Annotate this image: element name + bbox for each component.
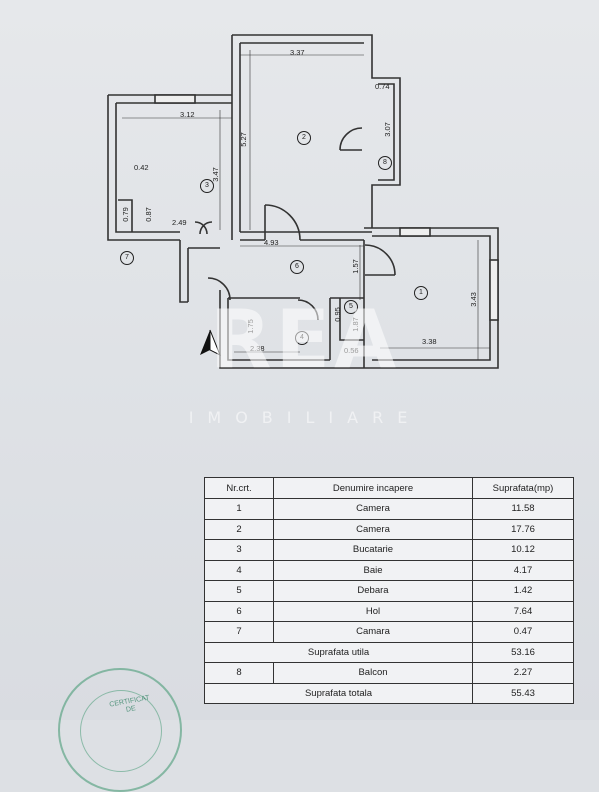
cell-nr: 3 [204,539,274,561]
table-row: 6 Hol 7.64 [204,600,574,622]
dim-pantry-width: 0.79 [120,207,130,222]
cell-nr: 1 [204,498,274,520]
cell-area: 10.12 [472,539,574,561]
dim-bath-width: 2.38 [250,344,265,353]
watermark-logo: REA [209,293,401,386]
cell-room-name: Baie [273,559,473,581]
room-number-1: 1 [414,286,428,300]
total-value: 55.43 [472,682,574,704]
cell-area: 4.17 [472,559,574,581]
cell-area: 17.76 [472,518,574,540]
room-number-4: 4 [295,331,309,345]
dim-kitchen-width: 3.12 [180,110,195,119]
cell-nr: 4 [204,559,274,581]
certification-stamp: CERTIFICAT DE [58,668,182,792]
subtotal-value: 53.16 [472,641,574,663]
wall-bath [219,290,364,369]
subtotal-row: Suprafata utila 53.16 [204,641,574,663]
cell-area: 0.47 [472,621,574,643]
cell-nr: 8 [204,662,274,684]
cell-nr: 2 [204,518,274,540]
dim-room1-width: 3.38 [422,337,437,346]
wall-hall [179,240,188,303]
cell-area: 11.58 [472,498,574,520]
table-row: 8 Balcon 2.27 [204,662,574,684]
dim-kitchen-length: 3.47 [210,167,220,182]
cell-area: 1.42 [472,580,574,602]
cell-nr: 5 [204,580,274,602]
room-number-3: 3 [200,179,214,193]
cell-room-name: Camera [273,498,473,520]
cell-room-name: Hol [273,600,473,622]
room-number-6: 6 [290,260,304,274]
table-row: 5 Debara 1.42 [204,580,574,602]
table-row: 7 Camara 0.47 [204,621,574,643]
north-arrow-icon [200,329,221,357]
cell-nr: 6 [204,600,274,622]
dim-hall-length: 4.93 [264,238,279,247]
dim-pantry-depth: 0.87 [143,207,153,222]
total-row: Suprafata totala 55.43 [204,682,574,704]
cell-area: 7.64 [472,600,574,622]
wall-balcony [378,83,395,181]
dim-room2-width: 3.37 [290,48,305,57]
table-row: 4 Baie 4.17 [204,559,574,581]
cell-room-name: Debara [273,580,473,602]
cell-room-name: Camera [273,518,473,540]
room-number-2: 2 [297,131,311,145]
room-area-table: Nr.crt. Denumire incapere Suprafata(mp) … [204,477,574,704]
dim-room1-length: 3.43 [468,292,478,307]
dim-room2-length: 5.27 [238,132,248,147]
wall-room-2 [232,34,401,228]
cell-room-name: Bucatarie [273,539,473,561]
dim-balcony-width: 0.74 [375,82,390,91]
watermark-subtitle: IMOBILIARE [188,408,422,427]
dim-hall-width: 1.57 [350,259,360,274]
watermark: REA IMOBILIARE [180,293,430,428]
cell-room-name: Camara [273,621,473,643]
header-room-name: Denumire incapere [273,477,473,499]
cell-nr: 7 [204,621,274,643]
header-area: Suprafata(mp) [472,477,574,499]
table-row: 2 Camera 17.76 [204,518,574,540]
table-row: 3 Bucatarie 10.12 [204,539,574,561]
wall-pantry [118,199,133,232]
cell-area: 2.27 [472,662,574,684]
total-label: Suprafata totala [204,682,473,704]
dim-kitchen-door: 2.49 [172,218,187,227]
subtotal-label: Suprafata utila [204,641,473,663]
table-row: 1 Camera 11.58 [204,498,574,520]
room-number-5: 5 [344,300,358,314]
dim-kitchen-offset: 0.42 [134,163,149,172]
floor-plan-drawing [107,34,499,369]
table-header-row: Nr.crt. Denumire incapere Suprafata(mp) [204,477,574,499]
cell-room-name: Balcon [273,662,473,684]
dim-storage-door: 0.56 [344,346,359,355]
room-number-8: 8 [378,156,392,170]
header-nr: Nr.crt. [204,477,274,499]
dim-balcony-length: 3.07 [382,122,392,137]
room-number-7: 7 [120,251,134,265]
